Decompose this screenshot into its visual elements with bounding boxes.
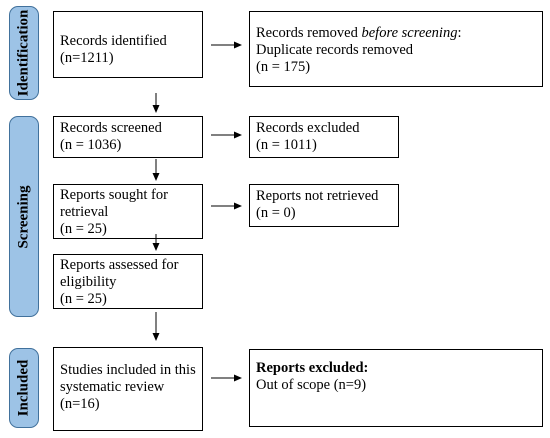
records-identified-count: (n=1211) [60,50,114,66]
records-removed-prefix: Records removed [256,25,362,41]
box-records-screened: Records screened (n = 1036) [53,116,203,158]
studies-included-label-2: systematic review [60,379,165,395]
box-reports-sought: Reports sought for retrieval (n = 25) [53,184,203,239]
box-reports-excluded: Reports excluded: Out of scope (n=9) [249,349,543,427]
records-removed-description: Duplicate records removed [256,42,414,58]
phase-included: Included [9,348,39,428]
studies-included-count: (n=16) [60,396,100,412]
box-records-identified: Records identified (n=1211) [53,11,203,78]
reports-not-retrieved-label: Reports not retrieved [256,188,379,204]
records-removed-count: (n = 175) [256,59,311,75]
records-screened-count: (n = 1036) [60,137,122,153]
records-excluded-label: Records excluded [256,120,360,136]
reports-assessed-label-2: eligibility [60,274,117,290]
records-excluded-count: (n = 1011) [256,137,317,153]
reports-assessed-count: (n = 25) [60,291,107,307]
records-identified-label: Records identified [60,33,167,49]
reports-sought-label-2: retrieval [60,204,109,220]
phase-screening: Screening [9,116,39,317]
records-removed-heading: Records removed before screening: [256,25,536,42]
box-studies-included: Studies included in this systematic revi… [53,347,203,431]
box-reports-assessed: Reports assessed for eligibility (n = 25… [53,254,203,309]
box-records-removed: Records removed before screening: Duplic… [249,11,543,87]
reports-excluded-heading: Reports excluded: [256,360,369,376]
reports-sought-label: Reports sought for [60,187,168,203]
records-screened-label: Records screened [60,120,162,136]
box-reports-not-retrieved: Reports not retrieved (n = 0) [249,184,399,227]
reports-excluded-reason: Out of scope (n=9) [256,377,367,393]
reports-not-retrieved-count: (n = 0) [256,205,296,221]
box-records-excluded: Records excluded (n = 1011) [249,116,399,158]
reports-assessed-label: Reports assessed for [60,257,179,273]
records-removed-suffix: : [457,25,462,41]
phase-identification: Identification [9,6,39,100]
records-removed-italic: before screening [361,25,458,41]
studies-included-label: Studies included in this [60,362,196,378]
reports-sought-count: (n = 25) [60,221,107,237]
